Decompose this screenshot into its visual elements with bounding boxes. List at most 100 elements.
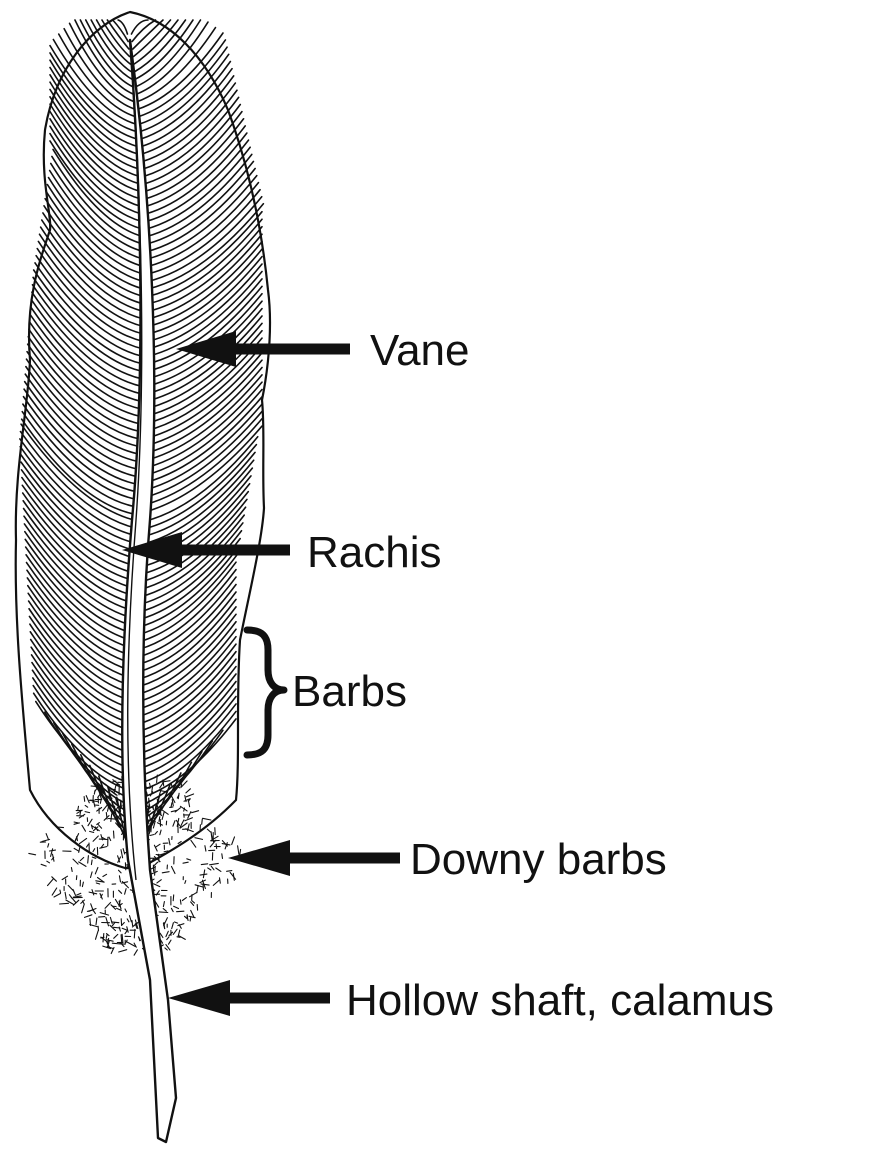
down-fiber-445 xyxy=(84,797,85,802)
down-fiber-415 xyxy=(200,874,207,875)
down-fiber-393 xyxy=(185,881,186,884)
down-fiber-489 xyxy=(110,917,112,923)
down-fiber-351 xyxy=(122,934,123,942)
down-fiber-36 xyxy=(29,853,36,854)
down-fiber-320 xyxy=(163,909,166,912)
down-fiber-231 xyxy=(127,919,129,922)
down-fiber-315 xyxy=(48,844,49,847)
down-fiber-352 xyxy=(77,893,81,895)
down-fiber-454 xyxy=(208,868,211,870)
down-fiber-507 xyxy=(53,854,55,861)
barbs-label: Barbs xyxy=(292,667,407,716)
down-fiber-278 xyxy=(100,913,108,916)
down-fiber-394 xyxy=(157,775,158,782)
down-fiber-61 xyxy=(46,834,49,840)
down-fiber-178 xyxy=(227,871,232,872)
down-fiber-230 xyxy=(60,890,61,893)
down-fiber-339 xyxy=(191,910,194,917)
down-fiber-336 xyxy=(154,862,158,865)
down-fiber-398 xyxy=(203,870,204,878)
down-fiber-378 xyxy=(164,923,165,929)
calamus-label: Hollow shaft, calamus xyxy=(346,976,774,1025)
down-fiber-267 xyxy=(96,918,97,925)
down-fiber-343 xyxy=(80,858,83,861)
down-fiber-396 xyxy=(157,880,161,883)
down-fiber-497 xyxy=(197,886,198,893)
down-fiber-157 xyxy=(82,882,83,887)
down-fiber-228 xyxy=(165,948,167,950)
downy-barbs-callout: Downy barbs xyxy=(228,835,667,884)
down-fiber-384 xyxy=(238,846,239,855)
down-fiber-4 xyxy=(78,806,79,810)
down-fiber-505 xyxy=(119,876,120,882)
down-fiber-1 xyxy=(41,864,46,866)
down-fiber-376 xyxy=(42,839,50,841)
curly-brace-icon xyxy=(247,630,284,755)
down-fiber-322 xyxy=(90,919,91,926)
down-fiber-128 xyxy=(74,848,79,851)
down-fiber-414 xyxy=(207,829,210,832)
down-fiber-135 xyxy=(192,901,195,904)
down-fiber-183 xyxy=(73,890,76,896)
down-fiber-141 xyxy=(106,934,107,938)
down-fiber-60 xyxy=(125,931,127,934)
down-fiber-465 xyxy=(109,819,117,820)
down-fiber-499 xyxy=(170,807,173,808)
down-fiber-316 xyxy=(154,814,155,821)
down-fiber-451 xyxy=(201,884,209,885)
down-fiber-304 xyxy=(132,921,133,926)
down-fiber-357 xyxy=(130,916,132,922)
down-fiber-463 xyxy=(96,931,99,939)
down-fiber-206 xyxy=(173,895,174,901)
down-fiber-175 xyxy=(69,895,72,899)
down-fiber-149 xyxy=(60,903,69,904)
down-fiber-369 xyxy=(233,873,234,880)
down-fiber-490 xyxy=(222,844,230,845)
down-fiber-283 xyxy=(216,868,221,871)
barbs-callout: Barbs xyxy=(247,630,407,755)
downy-barbs-label: Downy barbs xyxy=(410,835,667,884)
down-fiber-470 xyxy=(102,786,103,790)
down-fiber-123 xyxy=(160,933,163,937)
down-fiber-434 xyxy=(92,857,96,858)
down-fiber-262 xyxy=(114,927,121,928)
down-fiber-448 xyxy=(79,862,86,867)
down-fiber-379 xyxy=(153,806,154,810)
down-fiber-279 xyxy=(155,866,156,875)
down-fiber-411 xyxy=(79,846,80,852)
down-fiber-62 xyxy=(91,872,93,878)
down-fiber-392 xyxy=(180,900,181,904)
down-fiber-397 xyxy=(114,934,118,938)
down-fiber-209 xyxy=(162,872,169,873)
down-fiber-167 xyxy=(52,888,57,895)
rachis-label: Rachis xyxy=(307,528,442,577)
down-fiber-410 xyxy=(87,910,92,911)
down-fiber-449 xyxy=(103,934,104,942)
down-fiber-104 xyxy=(175,922,178,923)
down-fiber-22 xyxy=(150,816,151,820)
down-fiber-152 xyxy=(127,864,128,868)
down-fiber-427 xyxy=(57,827,63,828)
down-fiber-306 xyxy=(167,937,169,940)
down-fiber-375 xyxy=(163,902,164,907)
down-fiber-429 xyxy=(109,795,110,798)
down-fiber-114 xyxy=(191,840,196,847)
down-fiber-408 xyxy=(71,868,72,872)
down-fiber-95 xyxy=(73,859,78,864)
down-fiber-323 xyxy=(166,931,168,936)
vane-label: Vane xyxy=(370,326,470,375)
down-fiber-481 xyxy=(62,876,67,879)
down-fiber-33 xyxy=(210,863,219,864)
down-fiber-330 xyxy=(105,903,111,909)
down-fiber-438 xyxy=(216,844,217,849)
down-fiber-41 xyxy=(95,868,98,874)
down-fiber-254 xyxy=(91,860,92,865)
down-fiber-496 xyxy=(160,810,161,815)
down-fiber-84 xyxy=(169,940,172,944)
down-fiber-492 xyxy=(213,880,219,886)
down-fiber-140 xyxy=(88,856,89,863)
down-fiber-402 xyxy=(172,867,176,874)
down-fiber-442 xyxy=(232,837,235,845)
down-fiber-163 xyxy=(90,925,98,927)
